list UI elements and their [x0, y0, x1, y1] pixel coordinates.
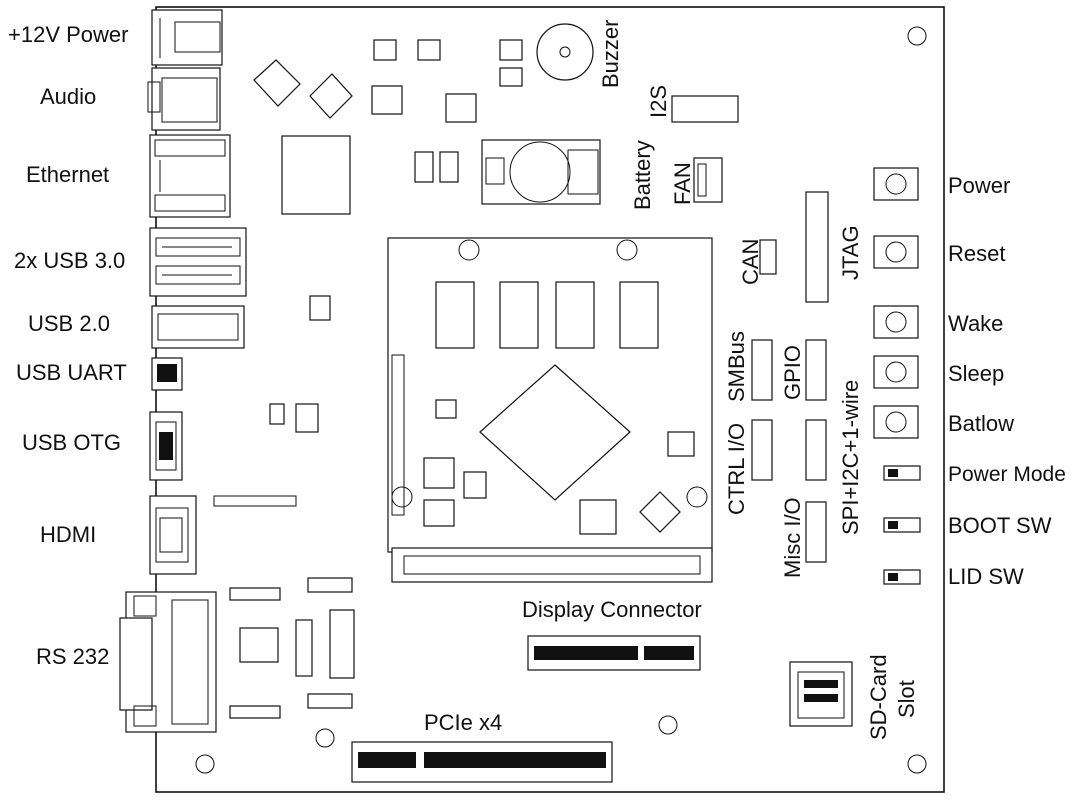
misc-components-lower — [213, 295, 355, 719]
display-connector — [527, 635, 701, 671]
usb2-connector — [151, 305, 245, 349]
label-sdcard-line1: SD-Card — [866, 654, 891, 740]
pcie-slot — [351, 741, 613, 783]
spi-i2c-header — [805, 419, 827, 481]
can-header — [759, 239, 777, 275]
usb3-connector — [149, 227, 247, 297]
audio-connector — [147, 67, 221, 131]
sleep-button — [873, 355, 919, 389]
label-reset: Reset — [948, 241, 1005, 266]
fan-connector — [693, 157, 723, 203]
power-button — [873, 167, 919, 201]
chips-top-left — [253, 39, 523, 215]
label-sleep: Sleep — [948, 361, 1004, 386]
wake-button — [873, 305, 919, 339]
label-spi-i2c: SPI+I2C+1-wire — [838, 380, 863, 535]
smbus-header — [751, 339, 773, 401]
label-ethernet: Ethernet — [26, 162, 109, 187]
mounting-holes — [195, 26, 927, 774]
label-usb-otg: USB OTG — [22, 430, 121, 455]
misc-io-header — [805, 501, 827, 563]
label-pcie: PCIe x4 — [424, 710, 502, 735]
usb-otg-connector — [149, 411, 183, 481]
label-audio: Audio — [40, 84, 96, 109]
label-wake: Wake — [948, 311, 1003, 336]
label-hdmi: HDMI — [40, 522, 96, 547]
jtag-header — [805, 191, 829, 303]
label-usb3: 2x USB 3.0 — [14, 248, 125, 273]
ctrl-io-header — [751, 419, 773, 481]
label-i2s: I2S — [646, 85, 671, 118]
label-usb-uart: USB UART — [16, 360, 127, 385]
buzzer — [536, 23, 594, 81]
label-display-connector: Display Connector — [522, 597, 702, 622]
ethernet-connector — [149, 134, 231, 218]
lid-switch — [883, 569, 921, 585]
reset-button — [873, 235, 919, 269]
label-ctrl-io: CTRL I/O — [724, 423, 749, 515]
label-gpio: GPIO — [780, 345, 805, 400]
usb-uart-connector — [151, 357, 183, 391]
label-misc-io: Misc I/O — [780, 497, 805, 578]
gpio-header — [805, 339, 827, 401]
sdcard-slot — [789, 661, 853, 727]
label-sdcard-line2: Slot — [894, 680, 919, 718]
label-power12v: +12V Power — [8, 22, 128, 47]
battery-holder — [481, 139, 601, 205]
rs232-connector — [119, 591, 217, 733]
label-boot-sw: BOOT SW — [948, 513, 1052, 538]
label-battery: Battery — [630, 140, 655, 210]
boot-switch — [883, 517, 921, 533]
label-lid-sw: LID SW — [948, 564, 1024, 589]
label-smbus: SMBus — [724, 331, 749, 402]
label-power: Power — [948, 173, 1010, 198]
batlow-button — [873, 405, 919, 439]
label-can: CAN — [738, 239, 763, 285]
i2s-header — [671, 95, 739, 123]
dc-jack-connector — [151, 9, 223, 66]
label-usb2: USB 2.0 — [28, 311, 110, 336]
label-power-mode: Power Mode — [948, 463, 1066, 486]
label-fan: FAN — [670, 162, 695, 205]
com-module — [387, 237, 713, 583]
label-jtag: JTAG — [838, 225, 863, 280]
label-buzzer: Buzzer — [598, 20, 623, 88]
label-batlow: Batlow — [948, 411, 1014, 436]
label-rs232: RS 232 — [36, 644, 109, 669]
hdmi-connector — [149, 495, 197, 575]
power-mode-switch — [883, 465, 921, 481]
